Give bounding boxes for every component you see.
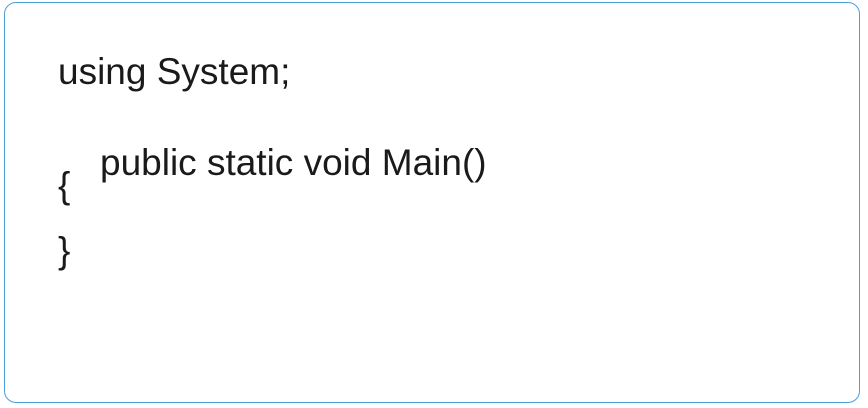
code-open-brace: { [58,165,71,206]
code-line-using-system: using System; [58,51,291,92]
code-snippet-card: using System; { public static void Main(… [4,2,860,403]
code-line-main-declaration: public static void Main() [100,142,487,183]
code-close-brace: } [58,230,71,271]
